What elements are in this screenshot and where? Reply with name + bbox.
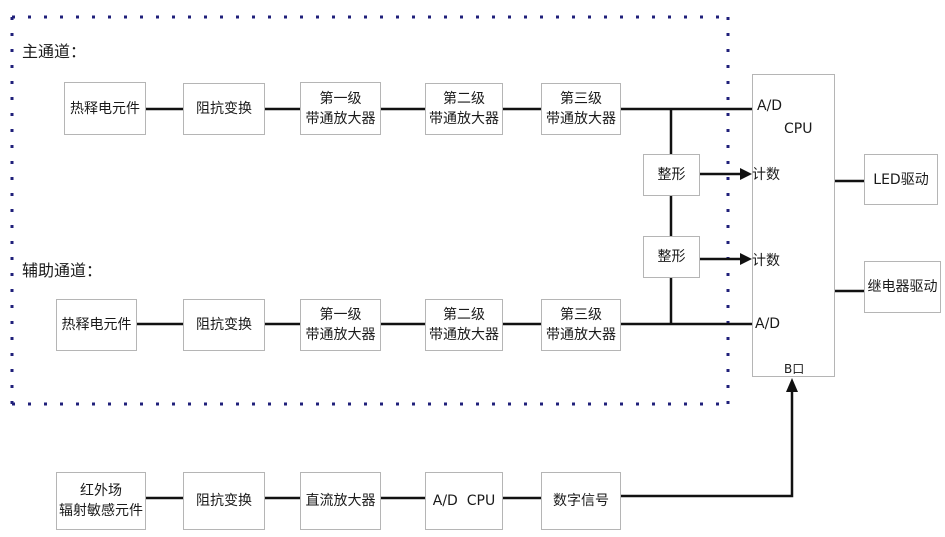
wire-to-port-b bbox=[621, 392, 794, 498]
main-bandpass-amp-2: 第二级带通放大器 bbox=[425, 83, 503, 135]
ad-cpu: A/D CPU bbox=[425, 472, 503, 530]
box-text: 阻抗变换 bbox=[196, 317, 252, 333]
box-text: 带通放大器 bbox=[546, 327, 616, 343]
aux-bandpass-amp-3: 第三级带通放大器 bbox=[541, 299, 621, 351]
box-text: A/D CPU bbox=[432, 493, 496, 509]
box-text: 热释电元件 bbox=[61, 317, 132, 333]
cpu-count-top: 计数 bbox=[752, 167, 780, 183]
main-bandpass-amp-3: 第三级带通放大器 bbox=[541, 83, 621, 135]
shaper-bottom: 整形 bbox=[643, 236, 700, 278]
box-text: 第一级 bbox=[319, 307, 362, 323]
ir-sensor-element: 红外场辐射敏感元件 bbox=[56, 472, 146, 530]
aux-channel-label: 辅助通道： bbox=[22, 261, 103, 280]
box-text: 红外场 bbox=[80, 483, 122, 499]
cpu-port-b: B口 bbox=[784, 362, 805, 376]
dc-amplifier: 直流放大器 bbox=[300, 472, 381, 530]
arrowhead bbox=[786, 378, 798, 392]
box-text: 带通放大器 bbox=[546, 111, 616, 127]
box-text: 第三级 bbox=[560, 307, 602, 323]
digital-signal: 数字信号 bbox=[541, 472, 621, 530]
led-driver: LED驱动 bbox=[864, 154, 938, 205]
box-text: LED驱动 bbox=[873, 171, 929, 188]
box-text: 第二级 bbox=[443, 307, 485, 323]
aux-bandpass-amp-1: 第一级带通放大器 bbox=[300, 299, 381, 351]
box-text: 第二级 bbox=[443, 91, 485, 107]
box-text: 整形 bbox=[657, 249, 686, 265]
aux-impedance-converter: 阻抗变换 bbox=[183, 299, 265, 351]
box-text: 第三级 bbox=[560, 91, 602, 107]
cpu-block bbox=[752, 74, 835, 377]
cpu-count-bottom: 计数 bbox=[752, 253, 780, 269]
box-text: 直流放大器 bbox=[305, 493, 376, 509]
box-text: 数字信号 bbox=[553, 493, 609, 509]
box-text: 带通放大器 bbox=[305, 327, 376, 343]
dotted-boundary bbox=[10, 15, 730, 406]
box-text: 阻抗变换 bbox=[196, 101, 252, 117]
main-pyro-element: 热释电元件 bbox=[64, 82, 146, 135]
box-text: 阻抗变换 bbox=[196, 493, 252, 509]
box-text: 带通放大器 bbox=[305, 110, 376, 127]
arrowhead bbox=[740, 168, 752, 180]
box-text: 第一级 bbox=[319, 90, 362, 107]
box-text: 辐射敏感元件 bbox=[59, 503, 143, 519]
box-text: 继电器驱动 bbox=[867, 279, 938, 295]
ir-impedance-converter: 阻抗变换 bbox=[183, 472, 265, 530]
box-text: 带通放大器 bbox=[429, 327, 499, 343]
box-text: 整形 bbox=[657, 167, 686, 183]
main-bandpass-amp-1: 第一级带通放大器 bbox=[300, 82, 381, 135]
relay-driver: 继电器驱动 bbox=[864, 261, 941, 313]
cpu-ad-bottom: A/D bbox=[755, 316, 781, 332]
aux-pyro-element: 热释电元件 bbox=[56, 299, 137, 351]
shaper-top: 整形 bbox=[643, 154, 700, 196]
cpu-ad-top: A/D bbox=[757, 98, 783, 114]
main-impedance-converter: 阻抗变换 bbox=[183, 83, 265, 135]
box-text: 带通放大器 bbox=[429, 111, 499, 127]
aux-bandpass-amp-2: 第二级带通放大器 bbox=[425, 299, 503, 351]
arrowhead bbox=[740, 253, 752, 265]
box-text: 热释电元件 bbox=[70, 100, 140, 117]
cpu-title: CPU bbox=[784, 121, 813, 137]
main-channel-label: 主通道： bbox=[22, 42, 87, 61]
